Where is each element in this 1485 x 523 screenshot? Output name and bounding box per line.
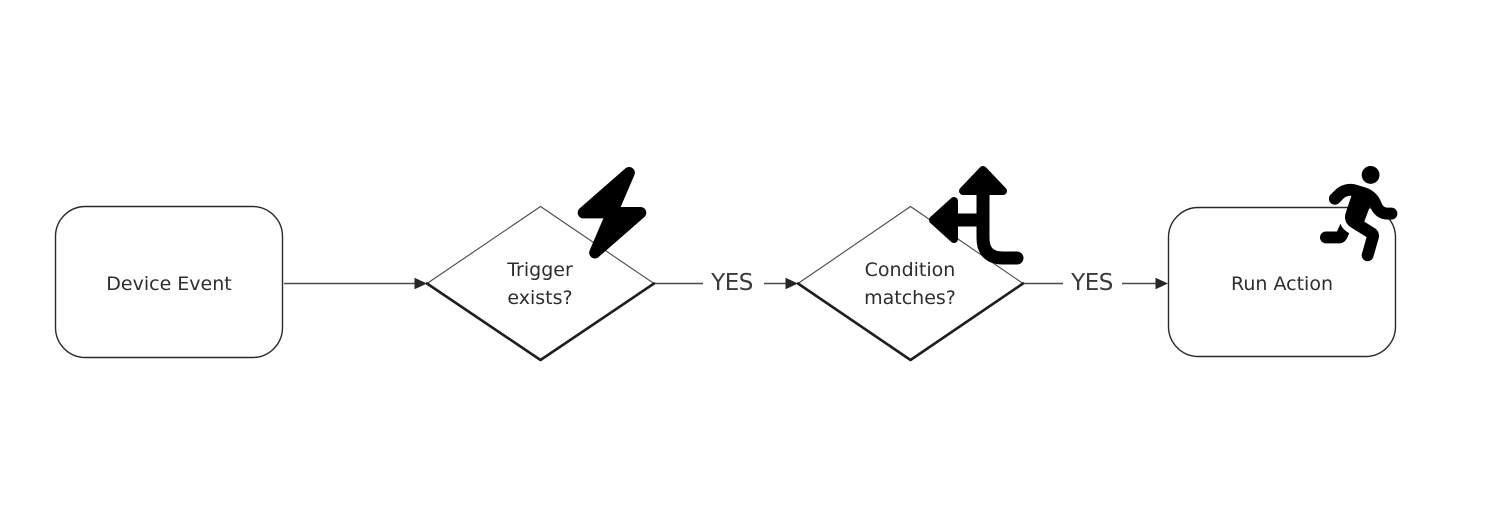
arrowhead-icon: [785, 277, 798, 290]
edge-trigger-exists-to-condition-matches: [655, 277, 798, 290]
person-running-icon: [1320, 166, 1398, 262]
edge-label-yes-1: YES: [711, 270, 753, 296]
node-label-line: exists?: [507, 287, 573, 309]
node-label-line: matches?: [864, 287, 956, 309]
node-label-condition-matches: Condition matches?: [864, 256, 956, 312]
node-run-action-shape: [1167, 206, 1397, 358]
edge-device-event-to-trigger-exists: [284, 277, 427, 290]
node-device-event-shape: [54, 205, 284, 359]
node-label-device-event: Device Event: [106, 273, 232, 295]
lightning-bolt-icon: [577, 166, 647, 259]
arrowhead-icon: [414, 277, 427, 290]
arrowhead-icon: [1155, 277, 1168, 290]
node-trigger-exists-shape: [425, 205, 656, 362]
node-label-line: Condition: [864, 259, 956, 281]
node-label-line: Trigger: [507, 259, 573, 281]
edge-label-yes-2: YES: [1071, 270, 1113, 296]
node-label-trigger-exists: Trigger exists?: [507, 256, 573, 312]
edge-condition-matches-to-run-action: [1024, 277, 1168, 290]
arrows-split-up-and-left-icon: [929, 166, 1024, 265]
node-condition-matches-shape: [796, 205, 1025, 362]
node-label-run-action: Run Action: [1231, 273, 1333, 295]
